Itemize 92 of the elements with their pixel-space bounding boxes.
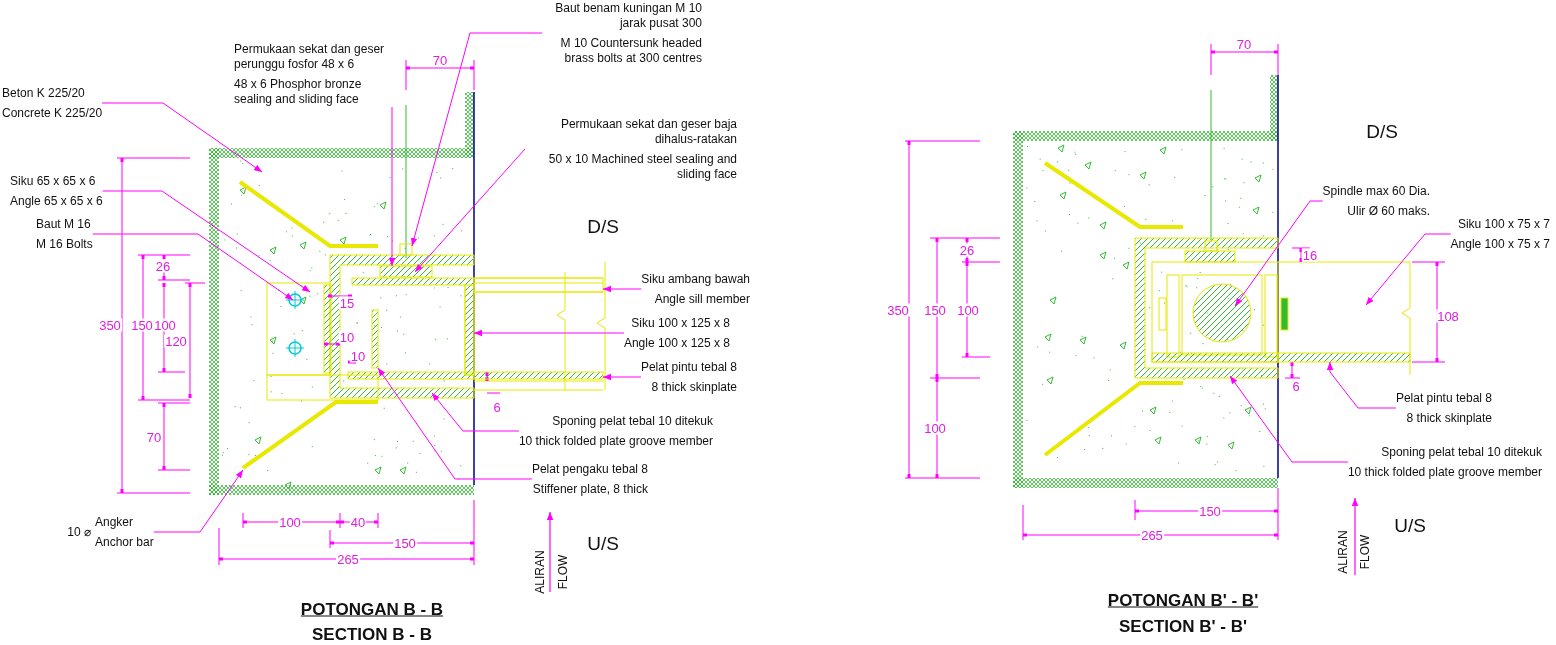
dimension-value: 100 — [923, 421, 947, 435]
dimension-value: 40 — [349, 515, 367, 529]
callout-text: Spindle max 60 Dia. — [1322, 184, 1430, 199]
section-title: POTONGAN B' - B' — [1107, 591, 1259, 609]
dimension-value: 150 — [1198, 504, 1222, 518]
dimension-value: 70 — [431, 53, 449, 67]
dimension-value: 150 — [393, 536, 417, 550]
dimension-value: 26 — [958, 243, 976, 257]
callout-text: Ulir Ø 60 maks. — [1347, 204, 1430, 219]
callout-text: Siku 65 x 65 x 6 — [10, 174, 96, 189]
callout-text: Siku ambang bawah — [641, 272, 750, 287]
leader-line — [388, 106, 396, 267]
direction-label: U/S — [587, 533, 619, 553]
leader-line — [101, 102, 263, 173]
callout-text: Baut benam kuningan M 10 jarak pusat 300 — [554, 1, 702, 31]
dimension-value: 16 — [1301, 248, 1319, 262]
dimension-value: 70 — [1235, 37, 1253, 51]
dimension-value: 70 — [145, 430, 163, 444]
dimension-value: 265 — [1140, 528, 1164, 542]
leader-line — [1326, 361, 1397, 409]
callout-text: 48 x 6 Phosphor bronze sealing and sliding face — [234, 77, 363, 107]
dimension-value: 100 — [956, 303, 980, 317]
skinplate-bar — [1277, 352, 1411, 363]
dimension-value: 350 — [98, 318, 122, 332]
flow-label: FLOW — [557, 554, 569, 590]
direction-label: D/S — [587, 216, 619, 236]
leader-line — [431, 392, 520, 432]
callout-text: M 10 Countersunk headed brass bolts at 300 centres — [559, 36, 702, 66]
leader-line — [602, 285, 642, 293]
dimension-value: 6 — [492, 400, 502, 414]
dimension-value: 26 — [154, 259, 172, 273]
callout-text: Anchor bar — [95, 535, 154, 550]
section-title: POTONGAN B - B — [300, 600, 444, 618]
flow-label: ALIRAN — [534, 550, 546, 594]
leader-line — [411, 32, 543, 247]
direction-label: U/S — [1394, 515, 1426, 535]
callout-text: Siku 100 x 75 x 7 — [1457, 217, 1550, 232]
callout-text: 8 thick skinplate — [1406, 411, 1492, 426]
callout-text: 8 thick skinplate — [651, 380, 737, 395]
dimension-value: 100 — [153, 318, 177, 332]
callout-text: Baut M 16 — [36, 217, 91, 232]
callout-text: Permukaan sekat dan geser baja dihalus-ratakan — [559, 117, 737, 147]
callout-text: Permukaan sekat dan geser perunggu fosfor 48 x 6 — [234, 42, 386, 72]
leader-line — [92, 233, 294, 301]
callout-text: Pelat pintu tebal 8 — [640, 360, 737, 375]
dimension-value: 100 — [278, 515, 302, 529]
dimension-value: 6 — [1291, 379, 1301, 393]
callout-text: Siku 100 x 125 x 8 — [631, 316, 730, 331]
dimension-value: 150 — [130, 318, 154, 332]
flow-label: ALIRAN — [1337, 530, 1349, 574]
callout-text: Pelat pengaku tebal 8 — [531, 462, 648, 477]
callout-text: Angker — [95, 515, 134, 530]
leader-line — [102, 190, 311, 293]
callout-text: Stiffener plate, 8 thick — [532, 482, 648, 497]
dimension-value: 150 — [923, 303, 947, 317]
callout-text: 50 x 10 Machined steel sealing and sliding face — [547, 152, 737, 182]
dimension-value: 15 — [338, 296, 356, 310]
callout-text: Beton K 225/20 — [2, 86, 85, 101]
leader-line — [377, 367, 533, 480]
callout-text: Angle 65 x 65 x 6 — [10, 194, 103, 209]
callout-text: Pelat pintu tebal 8 — [1395, 391, 1492, 406]
callout-text: Concrete K 225/20 — [2, 106, 103, 121]
direction-label: D/S — [1366, 121, 1398, 141]
leader-line — [1365, 233, 1452, 306]
callout-text: 10 thick folded plate groove member — [518, 434, 713, 449]
dimension-value: 350 — [886, 303, 910, 317]
leader-line — [153, 469, 244, 533]
dimension-value: 108 — [1436, 309, 1460, 323]
flow-label: FLOW — [1359, 534, 1371, 570]
callout-text: 10 ⌀ — [67, 524, 91, 541]
callout-text: Angle sill member — [654, 292, 750, 307]
dimension-value: 10 — [338, 330, 356, 344]
section-subtitle: SECTION B - B — [312, 625, 432, 643]
dimension-value: 265 — [336, 552, 360, 566]
callout-text: Sponing pelat tebal 10 ditekuk — [1381, 445, 1542, 460]
callout-text: M 16 Bolts — [36, 237, 93, 252]
section-subtitle: SECTION B' - B' — [1119, 617, 1247, 635]
callout-text: 10 thick folded plate groove member — [1347, 465, 1542, 480]
leader-line — [602, 373, 642, 381]
leader-line — [414, 148, 526, 273]
skinplate-bar — [473, 371, 604, 380]
callout-text: Sponing pelat tebal 10 ditekuk — [552, 414, 713, 429]
dimension-value: 10 — [349, 349, 367, 363]
callout-text: Angle 100 x 75 x 7 — [1450, 237, 1550, 252]
callout-text: Angle 100 x 125 x 8 — [623, 336, 730, 351]
leader-line — [473, 329, 625, 337]
stiffener-plate — [371, 309, 379, 369]
sill-member-outline — [473, 277, 604, 293]
dimension-value: 120 — [164, 334, 188, 348]
leader-line — [1234, 200, 1324, 307]
angle-leg-bar — [464, 284, 475, 376]
leader-line — [1229, 375, 1349, 463]
